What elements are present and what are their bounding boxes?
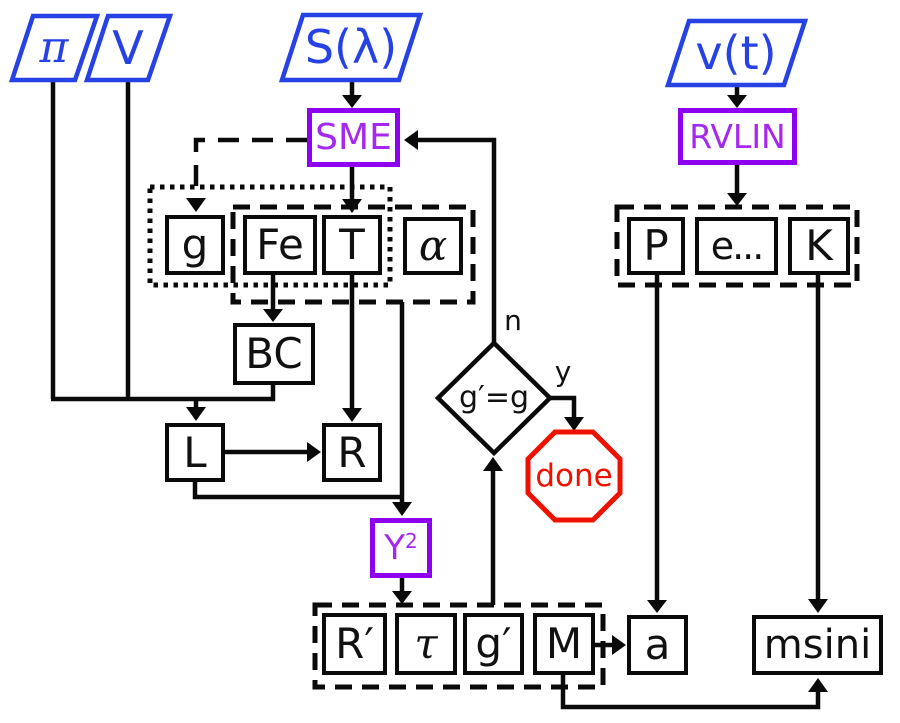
tau-box: τ xyxy=(395,613,457,675)
g-prime-box: g′ xyxy=(463,613,524,675)
r-prime-box: R′ xyxy=(322,613,387,675)
param-e-box: e... xyxy=(695,217,778,275)
msini-box: msini xyxy=(752,615,883,675)
arrowhead-into-done xyxy=(564,417,584,431)
a-box: a xyxy=(627,615,688,675)
input-v-t-shape xyxy=(664,18,809,88)
arrowhead-into-a-left xyxy=(612,635,626,655)
abundance-group-dashed xyxy=(230,204,476,305)
param-fe-box: Fe xyxy=(243,215,317,275)
input-pi-shape xyxy=(8,13,101,83)
input-s-lambda-label: S(λ) xyxy=(304,20,398,74)
orbital-group-dashed xyxy=(614,204,860,288)
done-label: done xyxy=(535,457,613,494)
edge-m-msini xyxy=(560,675,821,710)
arrowhead-into-msini-top xyxy=(808,599,828,613)
arrowhead-into-g xyxy=(186,198,206,212)
decision-yes-label: y xyxy=(554,355,572,388)
edge-decision-done xyxy=(550,395,577,417)
arrowhead-into-r-top xyxy=(342,408,362,422)
edge-sme-g-dashed xyxy=(193,137,307,192)
arrowhead-into-r-left xyxy=(307,442,321,462)
arrowhead-into-decision xyxy=(483,457,503,471)
input-v-t-label: v(t) xyxy=(695,25,777,80)
decision-condition-label: g′=g xyxy=(458,380,530,415)
param-alpha-box: α xyxy=(403,217,463,275)
param-p-box: P xyxy=(627,217,685,275)
decision-no-label: n xyxy=(504,304,522,337)
decision-diamond-shape xyxy=(434,339,554,457)
param-t-box: T xyxy=(322,215,382,275)
done-octagon-shape xyxy=(525,429,623,523)
isochrone-group-dashed xyxy=(312,602,606,690)
spectro-group-dotted xyxy=(147,184,393,288)
input-v-shape xyxy=(83,13,174,83)
l-box: L xyxy=(165,423,225,482)
input-pi-label: π xyxy=(39,22,69,73)
r-box: R xyxy=(322,423,382,482)
y2-superscript: 2 xyxy=(405,529,418,553)
arrowhead-into-y2 xyxy=(392,502,412,516)
bc-box: BC xyxy=(233,323,315,385)
input-v-label: V xyxy=(112,21,144,75)
y2-base: Y xyxy=(384,528,406,568)
arrowhead-into-l xyxy=(186,407,206,421)
arrowhead-feedback-into-sme xyxy=(404,130,418,150)
arrowhead-into-isochrone-group xyxy=(392,591,412,604)
param-k-box: K xyxy=(788,217,850,275)
edge-decision-sme-feedback xyxy=(418,137,497,343)
m-box: M xyxy=(533,613,595,675)
input-s-lambda-shape xyxy=(278,12,424,83)
edge-l-y2 xyxy=(192,482,402,500)
arrowhead-into-msini-bottom xyxy=(808,678,828,692)
arrowhead-into-sme xyxy=(342,95,362,108)
sme-box: SME xyxy=(307,108,400,167)
rvlin-box: RVLIN xyxy=(678,108,797,165)
arrowhead-into-bc xyxy=(263,309,283,322)
arrowhead-into-orbital-group xyxy=(727,193,747,206)
arrowhead-into-a-top xyxy=(647,600,667,613)
arrowhead-into-rvlin xyxy=(727,95,747,108)
param-g-box: g xyxy=(165,215,225,275)
